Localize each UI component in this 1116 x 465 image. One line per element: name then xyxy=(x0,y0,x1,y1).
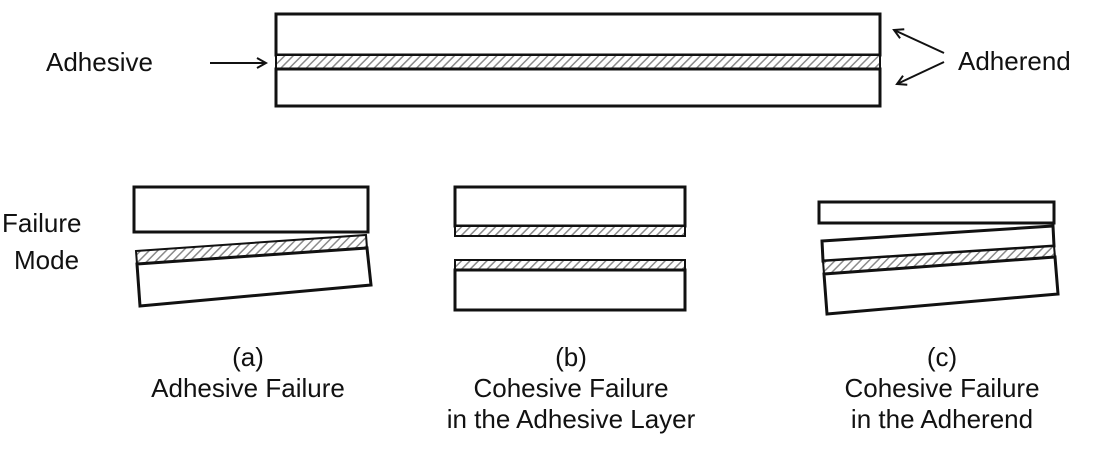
caption-c-line1: Cohesive Failure xyxy=(844,373,1040,403)
caption-c-letter: (c) xyxy=(926,342,958,372)
failure-mode-c xyxy=(817,200,1060,316)
adherend-arrow-upper xyxy=(894,30,945,54)
adherend-label: Adherend xyxy=(958,46,1071,76)
upper-adherend xyxy=(274,12,882,57)
a-lower-adherend xyxy=(135,246,373,308)
caption-b-letter: (b) xyxy=(555,342,587,372)
caption-a: (a) Adhesive Failure xyxy=(68,342,428,404)
caption-b-line1: Cohesive Failure xyxy=(473,373,669,403)
lower-adherend xyxy=(274,67,882,108)
c-upper-adherend-fragment xyxy=(817,200,1056,225)
caption-a-letter: (a) xyxy=(232,342,264,372)
adhesive-layer xyxy=(275,54,881,70)
caption-b: (b) Cohesive Failure in the Adhesive Lay… xyxy=(391,342,751,435)
a-upper-adherend xyxy=(132,185,370,234)
caption-c-line2: in the Adherend xyxy=(850,404,1034,434)
b-upper-adherend xyxy=(453,185,687,228)
caption-c: (c) Cohesive Failure in the Adherend xyxy=(762,342,1116,435)
failure-mode-a xyxy=(132,185,373,308)
caption-a-line1: Adhesive Failure xyxy=(151,373,345,403)
failure-mode-label-line1: Failure xyxy=(2,208,82,238)
failure-mode-b xyxy=(453,185,687,312)
adhesive-label: Adhesive xyxy=(46,47,153,77)
b-lower-adherend xyxy=(453,268,687,312)
adherend-arrow-lower xyxy=(897,61,945,84)
bonded-joint xyxy=(274,12,882,108)
failure-mode-label-line2: Mode xyxy=(14,245,80,275)
caption-b-line2: in the Adhesive Layer xyxy=(446,404,696,434)
b-upper-adhesive-half xyxy=(454,225,686,237)
c-lower-adherend xyxy=(822,255,1060,316)
